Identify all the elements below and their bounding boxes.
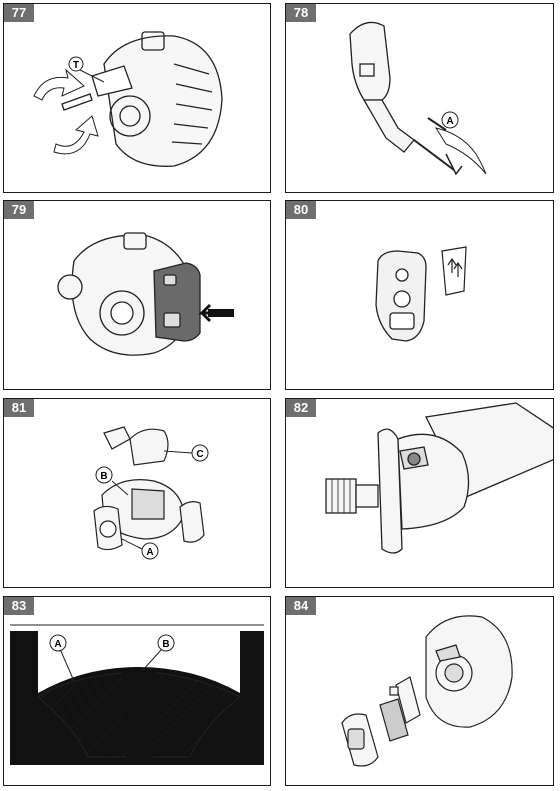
figure-number: 82	[286, 399, 316, 417]
callout-t: T	[73, 60, 79, 71]
figure-77: 77 T	[3, 3, 271, 193]
figure-number: 81	[4, 399, 34, 417]
figure-number: 78	[286, 4, 316, 22]
figure-number: 83	[4, 597, 34, 615]
figure-80: 80	[285, 200, 554, 390]
cross-section-diagram: A B	[10, 624, 264, 765]
handle-illustration: A	[349, 21, 487, 176]
exploded-air-filter-illustration	[341, 615, 513, 767]
muffler-cover-illustration	[375, 246, 467, 342]
figure-number: 84	[286, 597, 316, 615]
callout-b: B	[100, 471, 107, 482]
gear-head-illustration	[325, 402, 553, 554]
figure-81: 81 C B A	[3, 398, 271, 588]
figure-78: 78 A	[285, 3, 554, 193]
exploded-engine-illustration: C B A	[93, 426, 209, 560]
figure-number: 77	[4, 4, 34, 22]
callout-b: B	[162, 639, 169, 650]
callout-a: A	[146, 547, 153, 558]
callout-a: A	[446, 116, 453, 127]
engine-illustration: T	[33, 31, 223, 167]
callout-a: A	[54, 639, 61, 650]
figure-83: 83 A B	[3, 596, 271, 786]
figure-number: 80	[286, 201, 316, 219]
callout-c: C	[196, 449, 203, 460]
figure-79: 79	[3, 200, 271, 390]
figure-number: 79	[4, 201, 34, 219]
engine-muffler-illustration	[57, 232, 234, 356]
figure-84: 84	[285, 596, 554, 786]
figure-82: 82	[285, 398, 554, 588]
